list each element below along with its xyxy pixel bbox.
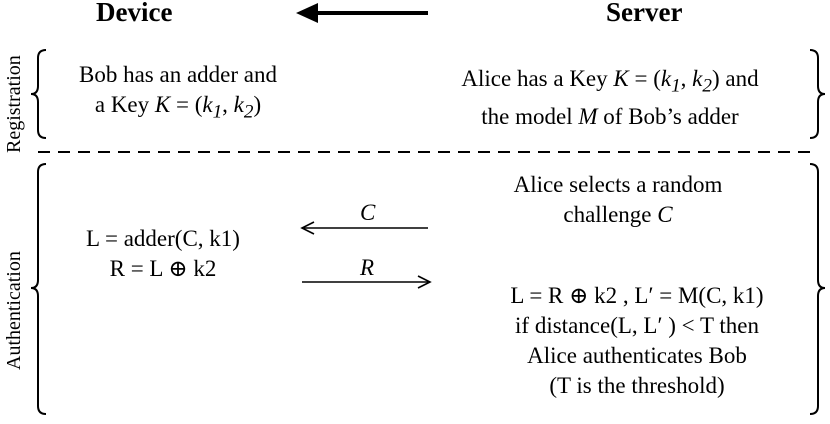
registration-device-line1: Bob has an adder and	[79, 62, 277, 87]
authentication-left-brace	[30, 163, 47, 415]
device-header: Device	[96, 0, 173, 27]
registration-server-line2: the model M of Bob’s adder	[481, 103, 739, 129]
server-threshold-note: (T is the threshold)	[549, 373, 725, 398]
arrow-response-label: R	[360, 255, 375, 280]
arrow-response-right	[302, 275, 432, 289]
device-equation-l: L = adder(C, k1)	[86, 226, 240, 251]
authentication-right-brace	[809, 163, 826, 415]
auth-challenge-line2: challenge C	[563, 202, 673, 227]
server-authenticates: Alice authenticates Bob	[527, 343, 747, 368]
registration-device-text: Bob has an adder and a Key K = (k1, k2)	[50, 60, 306, 128]
server-equation-l: L = R ⊕ k2 , L′ = M(C, k1)	[510, 283, 764, 308]
registration-phase-label: Registration	[3, 55, 25, 153]
device-equation-r: R = L ⊕ k2	[109, 256, 217, 281]
registration-right-brace	[809, 49, 826, 139]
registration-server-line1: Alice has a Key K = (k1, k2) and	[461, 66, 759, 97]
auth-challenge-line1: Alice selects a random	[513, 172, 723, 197]
authentication-phase-label: Authentication	[3, 251, 25, 370]
auth-server-verification: L = R ⊕ k2 , L′ = M(C, k1) if distance(L…	[456, 281, 818, 401]
registration-left-brace	[30, 49, 47, 139]
server-header: Server	[606, 0, 683, 27]
registration-server-text: Alice has a Key K = (k1, k2) and the mod…	[420, 64, 800, 132]
arrow-challenge-left	[300, 221, 428, 235]
auth-device-equations: L = adder(C, k1) R = L ⊕ k2	[50, 224, 276, 284]
arrow-challenge-label: C	[360, 200, 376, 225]
registration-device-line2: a Key K = (k1, k2)	[94, 92, 262, 123]
server-distance-check: if distance(L, L′ ) < T then	[515, 313, 759, 338]
auth-challenge-text: Alice selects a random challenge C	[460, 170, 776, 230]
header-arrow-left	[296, 3, 428, 23]
